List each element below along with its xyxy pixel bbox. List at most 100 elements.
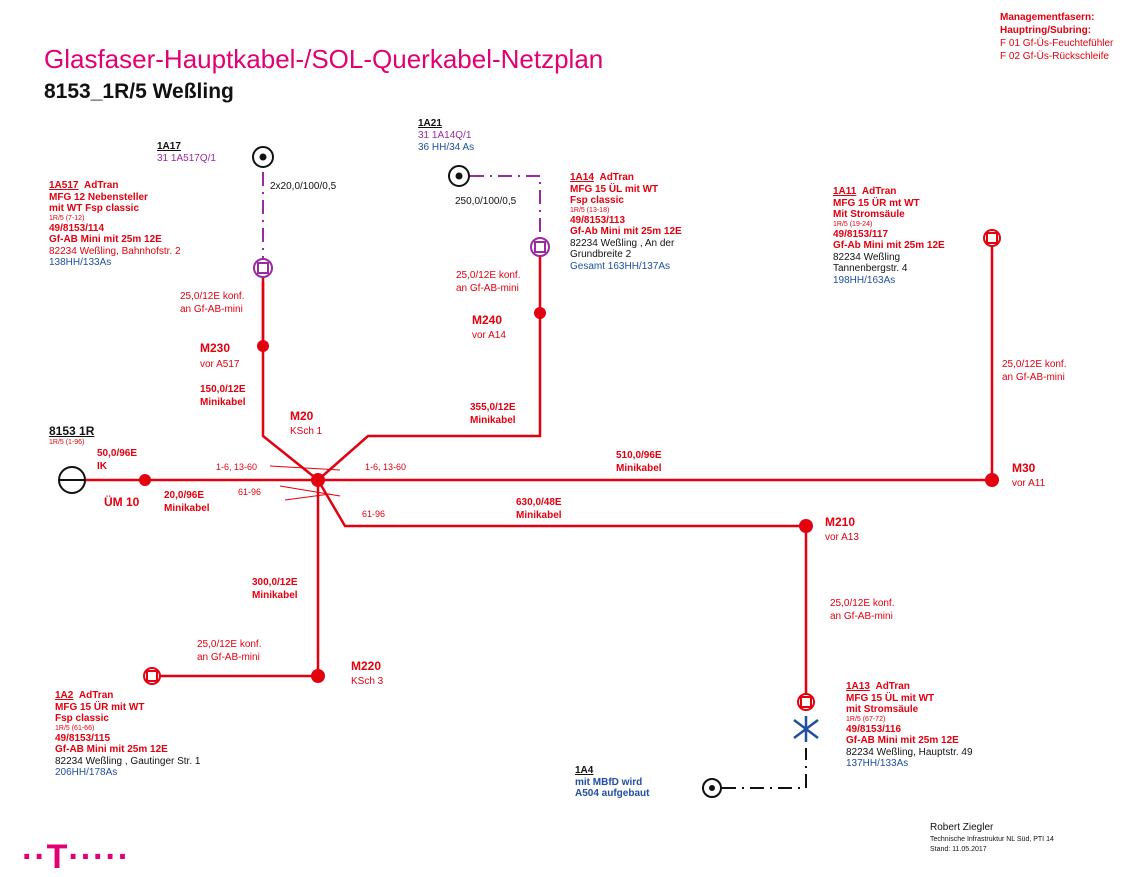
a517-kind: AdTran [84,180,119,191]
a21-id: 1A21 [418,118,442,129]
a11-hh: 198HH/163As [833,274,896,286]
fiber-marker [284,493,331,501]
a517-range: 1R/5 (7-12) [49,214,85,222]
a13-kind: AdTran [875,681,910,692]
m220-desc: KSch 3 [351,676,384,687]
konf-a2-line2: an Gf-AB-mini [197,652,260,663]
a2-info-block: 1A2 AdTran MFG 15 ÜR mit WT Fsp classic … [55,690,200,779]
cable-20-value: 20,0/96E [164,490,205,501]
cable-510-value: 510,0/96E [616,450,662,461]
a11-info-block: 1A11 AdTran MFG 15 ÜR mt WT Mit Stromsäu… [833,186,945,286]
fibers-right-label: 1-6, 13-60 [365,462,407,472]
a14-line2: Fsp classic [570,195,624,206]
m20-node [311,473,325,487]
m20-name: M20 [290,409,314,423]
a14-sol-square [534,241,546,253]
a13-info-block: 1A13 AdTran MFG 15 ÜL mit WT mit Stromsä… [846,681,973,770]
m230-node [257,340,269,352]
a13-line2: mit Stromsäule [846,704,919,715]
cable-to-m240 [317,248,542,481]
konf-a517-line2: an Gf-AB-mini [180,304,243,315]
cable-510-type: Minikabel [616,463,662,474]
sol-a21-cable-label: 250,0/100/0,5 [455,196,517,207]
cable-150-type: Minikabel [200,397,246,408]
cable-20-type: Minikabel [164,503,210,514]
a11-kind: AdTran [861,186,897,197]
a517-ab: Gf-AB Mini mit 25m 12E [49,234,162,246]
a13-hh: 137HH/133As [846,758,909,770]
konf-a13-line2: an Gf-AB-mini [830,611,893,622]
a14-range: 1R/5 (13-18) [570,206,610,214]
a17-target-dot [259,153,267,161]
fibers-61-left-label: 61-96 [238,487,262,497]
a14-address-2: Grundbreite 2 [570,249,632,261]
m230-desc: vor A517 [200,359,240,370]
sol-cable-a21 [470,175,541,240]
m30-desc: vor A11 [1012,478,1046,489]
a14-hh: Gesamt 163HH/137As [570,260,671,272]
m220-name: M220 [351,659,382,673]
star-stroke [793,719,819,739]
footer-org: Technische Infrastruktur NL Süd, PTI 14 [930,836,1054,843]
sol-a17-cable-label: 2x20,0/100/0,5 [270,181,337,192]
m30-name: M30 [1012,461,1036,475]
a11-range: 1R/5 (19-24) [833,220,873,228]
origin-name: 8153 1R [49,424,95,438]
cable-355-value: 355,0/12E [470,402,516,413]
a11-nr: 49/8153/117 [833,228,889,240]
main-cables [78,245,994,697]
cable-to-m210 [316,479,808,697]
m30-node [985,473,999,487]
a517-nr: 49/8153/114 [49,222,105,234]
a2-line2: Fsp classic [55,713,109,724]
konf-a13-line1: 25,0/12E konf. [830,598,895,609]
fiber-split-markers [269,465,341,501]
origin-cable: 50,0/96E [97,448,138,459]
a11-ab: Gf-Ab Mini mit 25m 12E [833,240,945,252]
telekom-logo: ··T····· [22,838,131,876]
cable-630-value: 630,0/48E [516,497,562,508]
footer-date: Stand: 11.05.2017 [930,846,987,853]
a17-line: 31 1A517Q/1 [157,153,216,164]
a11-adtran-square [986,232,998,244]
a2-address: 82234 Weßling , Gautinger Str. 1 [55,755,201,767]
sol-cables [262,172,541,258]
a11-id: 1A11 [833,186,857,197]
a2-hh: 206HH/178As [55,767,118,779]
um10-label: ÜM 10 [104,495,140,509]
konf-a14-line2: an Gf-AB-mini [456,283,519,294]
cable-300-type: Minikabel [252,590,298,601]
a2-range: 1R/5 (61-66) [55,724,95,732]
m240-desc: vor A14 [472,330,506,341]
origin-range: 1R/5 (1-96) [49,439,85,446]
a11-line2: Mit Stromsäule [833,209,905,220]
fiber-marker [269,465,341,471]
a2-line1: MFG 15 ÜR mit WT [55,701,145,713]
konf-a14-line1: 25,0/12E konf. [456,270,521,281]
a13-adtran-square [800,696,812,708]
konf-a517-line1: 25,0/12E konf. [180,291,245,302]
adtran-markers [143,229,1001,711]
cable-355-type: Minikabel [470,415,516,426]
konf-a11-line1: 25,0/12E konf. [1002,359,1067,370]
m230-name: M230 [200,341,231,355]
m210-name: M210 [825,515,856,529]
a11-line1: MFG 15 ÜR mt WT [833,197,920,209]
page-title: Glasfaser-Hauptkabel-/SOL-Querkabel-Netz… [44,44,604,74]
a2-kind: AdTran [78,690,114,701]
m220-node [311,669,325,683]
a517-line1: MFG 12 Nebensteller [49,191,148,203]
a14-ab: Gf-Ab Mini mit 25m 12E [570,226,682,238]
a2-id: 1A2 [55,690,74,701]
a4-line2: A504 aufgebaut [575,788,650,799]
a2-ab: Gf-AB Mini mit 25m 12E [55,744,168,756]
a11-address-1: 82234 Weßling [833,251,901,263]
blue-star-icon [793,716,819,742]
a11-address-2: Tannenbergstr. 4 [833,263,908,275]
a13-nr: 49/8153/116 [846,723,902,735]
a517-sol-square [257,262,269,274]
management-fiber-2: F 02 Gf-Üs-Rückschleife [1000,51,1109,62]
a21-target-dot [455,172,463,180]
a14-kind: AdTran [599,172,634,183]
